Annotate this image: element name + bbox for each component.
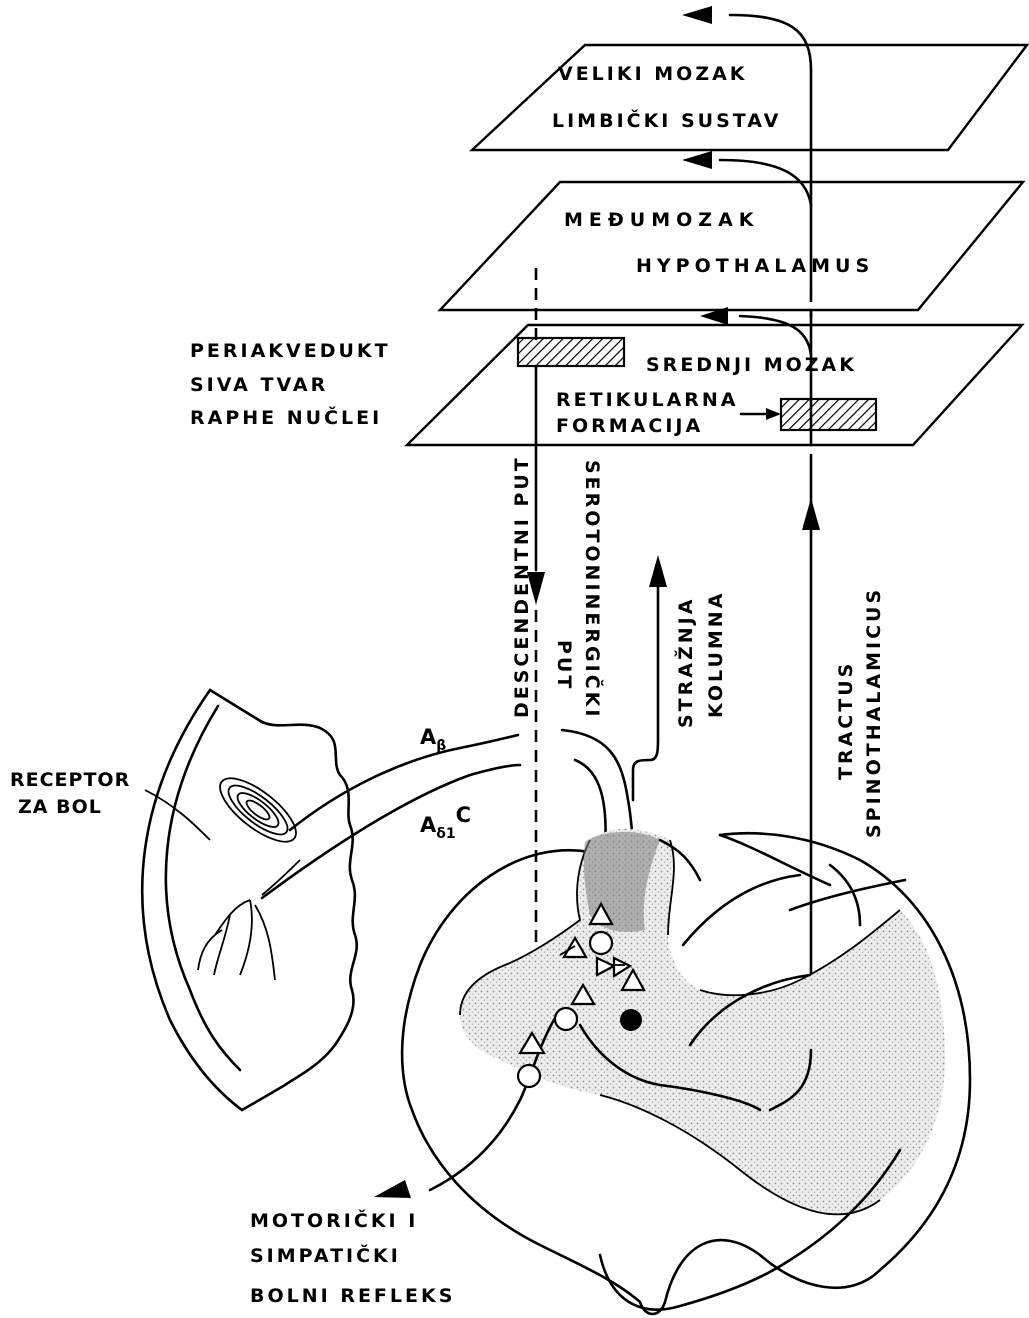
skin-section	[142, 690, 357, 1110]
label-descendentni-put: DESCENDENTNI PUT	[511, 455, 533, 718]
spinal-cord-section	[374, 829, 970, 1314]
label-serotoninergicki: SEROTONINERGIČKI	[581, 460, 605, 719]
label-spinothalamicus: SPINOTHALAMICUS	[863, 587, 885, 838]
label-receptor: RECEPTOR	[10, 769, 130, 791]
label-za-bol: ZA BOL	[18, 796, 102, 818]
label-motoricki-i: MOTORIČKI I	[250, 1208, 418, 1232]
label-a-delta-c: Aδ1C	[420, 803, 471, 842]
label-put: PUT	[553, 640, 575, 691]
label-siva-tvar: SIVA TVAR	[190, 374, 328, 396]
label-hypothalamus: HYPOTHALAMUS	[636, 255, 874, 277]
label-formacija: FORMACIJA	[556, 415, 703, 437]
label-tractus: TRACTUS	[835, 661, 857, 780]
reticular-formation-region	[781, 399, 876, 430]
plane-cerebrum	[472, 45, 1027, 150]
plane-diencephalon	[440, 182, 1023, 310]
dorsal-column-path	[633, 555, 667, 800]
neuron-circle-3	[518, 1065, 540, 1087]
neuron-circle-1	[590, 932, 612, 954]
label-bolni-refleks: BOLNI REFLEKS	[250, 1285, 455, 1307]
label-straznja: STRAŽNJA	[674, 597, 697, 728]
label-srednji-mozak: SREDNJI MOZAK	[646, 354, 857, 376]
label-kolumna: KOLUMNA	[705, 591, 727, 718]
label-periakvedukt: PERIAKVEDUKT	[190, 340, 391, 362]
label-veliki-mozak: VELIKI MOZAK	[558, 63, 748, 85]
afferent-fibers	[262, 735, 520, 898]
label-medumozak: MEĐUMOZAK	[564, 209, 760, 231]
label-simpaticki: SIMPATIČKI	[250, 1243, 401, 1267]
label-raphe-nuclei: RAPHE NUČLEI	[190, 405, 382, 429]
plane-midbrain	[407, 325, 1022, 445]
periaqueductal-gray-region	[518, 338, 624, 366]
label-limbicki-sustav: LIMBIČKI SUSTAV	[552, 108, 781, 132]
spinothalamic-tract	[682, 6, 820, 1050]
neuron-circle-2	[555, 1008, 577, 1030]
neuron-circle-black	[620, 1009, 642, 1031]
label-a-beta: Aβ	[420, 725, 446, 754]
label-retikularna: RETIKULARNA	[556, 389, 739, 411]
